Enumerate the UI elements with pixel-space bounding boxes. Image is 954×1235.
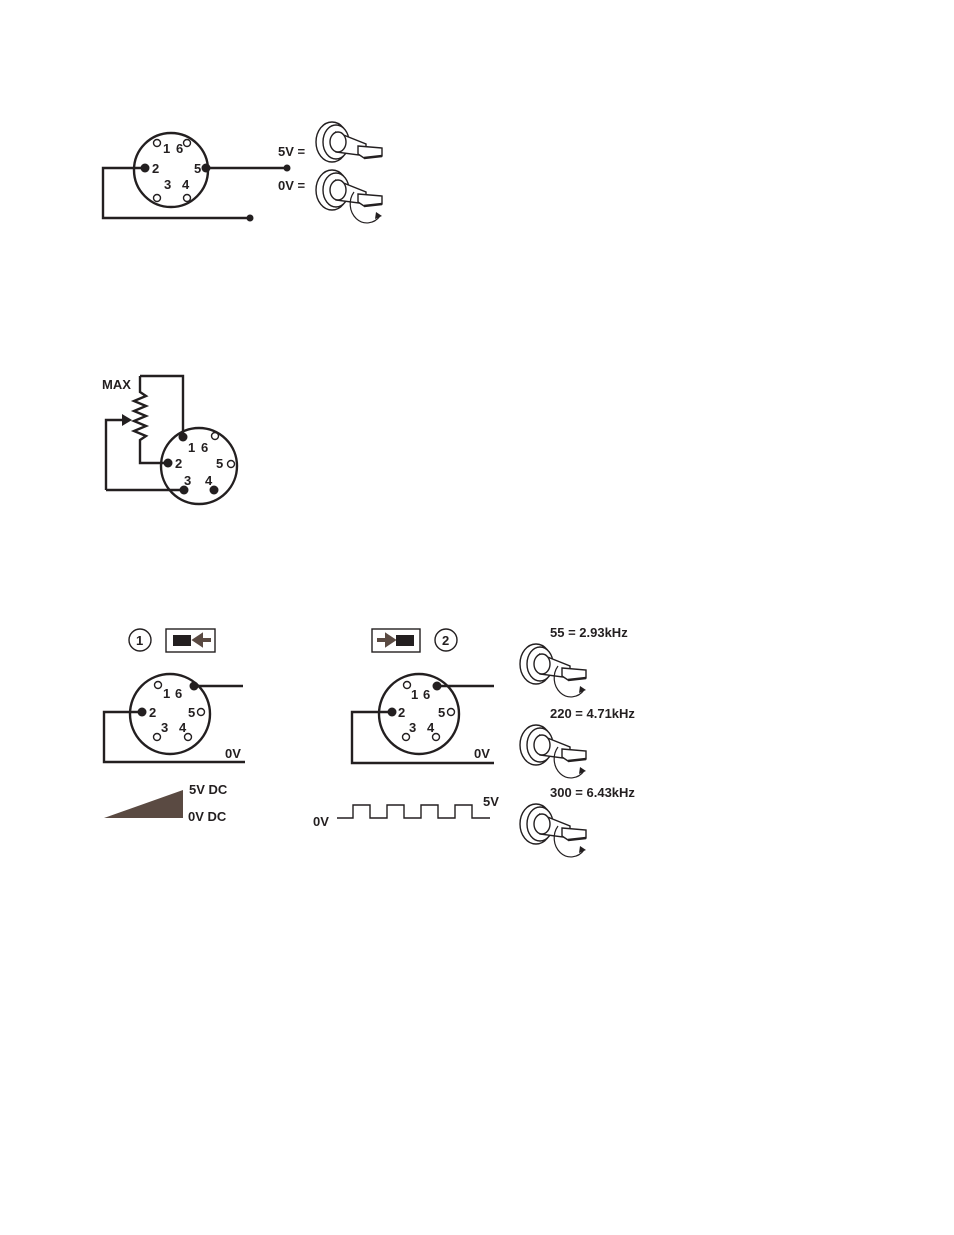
pin-label-4: 4	[205, 473, 213, 488]
diagram-switch-input: 1 6 2 5 3 4 5V = 0V =	[101, 120, 384, 223]
label-5v: 5V =	[278, 144, 306, 159]
switch-box	[371, 628, 421, 653]
pin-label-2: 2	[175, 456, 182, 471]
pin-label-3: 3	[164, 177, 171, 192]
ramp-icon	[104, 790, 183, 818]
pin-label-5: 5	[188, 705, 195, 720]
pin-label-3: 3	[161, 720, 168, 735]
pin-4-hollow	[431, 732, 441, 742]
terminal-dot	[246, 214, 254, 222]
knob-label-1: 55 = 2.93kHz	[550, 625, 628, 640]
low-label: 0V DC	[188, 809, 227, 824]
ground-label: 0V	[474, 746, 490, 761]
pin-label-5: 5	[194, 161, 201, 176]
ground-label: 0V	[225, 746, 241, 761]
frequency-knobs: 55 = 2.93kHz 220 = 4.71kHz 300 = 6.43kHz	[520, 625, 635, 857]
switch-slider-icon	[173, 635, 191, 646]
knob-icon	[314, 120, 384, 164]
pin-3-filled	[179, 485, 189, 495]
pin-1-hollow	[153, 680, 163, 690]
pin-5-hollow	[446, 707, 456, 717]
resistor-icon	[130, 376, 168, 465]
pin-5-hollow	[196, 707, 206, 717]
pin-3-hollow	[152, 732, 162, 742]
max-label: MAX	[102, 377, 131, 392]
switch-slider-icon	[396, 635, 414, 646]
pin-label-3: 3	[184, 473, 191, 488]
knob-rotated-icon	[520, 725, 586, 778]
mode-number: 2	[442, 633, 449, 648]
pin-1-filled	[178, 432, 188, 442]
pin-3-hollow	[401, 732, 411, 742]
wire-pin2	[101, 166, 250, 220]
wire-ground	[350, 710, 494, 765]
pin-3-hollow	[152, 193, 162, 203]
pin-label-1: 1	[163, 686, 170, 701]
pin-label-5: 5	[216, 456, 223, 471]
pin-label-3: 3	[409, 720, 416, 735]
pin-1-hollow	[402, 680, 412, 690]
knob-rotated-icon	[520, 644, 586, 697]
connector-circle	[128, 672, 212, 756]
pin-label-4: 4	[427, 720, 435, 735]
knob-rotated-icon	[520, 804, 586, 857]
pin-6-hollow	[182, 138, 192, 148]
pin-4-filled	[209, 485, 219, 495]
pin-label-2: 2	[398, 705, 405, 720]
pin-label-6: 6	[423, 687, 430, 702]
low-label: 0V	[313, 814, 329, 829]
terminal-dot	[283, 164, 291, 172]
pin-label-6: 6	[201, 440, 208, 455]
pin-label-2: 2	[152, 161, 159, 176]
mode-number-circle	[434, 628, 458, 652]
high-label: 5V DC	[189, 782, 228, 797]
pin-label-5: 5	[438, 705, 445, 720]
wire-ground	[102, 710, 245, 764]
pin-5-hollow	[226, 459, 236, 469]
high-label: 5V	[483, 794, 499, 809]
pin-label-4: 4	[179, 720, 187, 735]
switch-box	[165, 628, 216, 653]
pin-label-6: 6	[176, 141, 183, 156]
connector-circle	[377, 672, 461, 756]
pin-1-hollow	[152, 138, 162, 148]
wiper-arrow-icon	[122, 414, 132, 426]
pin-label-1: 1	[163, 141, 170, 156]
mode-number-circle	[128, 628, 152, 652]
connector-circle	[159, 426, 239, 506]
arrow-right-icon	[377, 632, 397, 648]
pin-4-hollow	[183, 732, 193, 742]
pin-label-1: 1	[188, 440, 195, 455]
knob-label-3: 300 = 6.43kHz	[550, 785, 635, 800]
pin-label-1: 1	[411, 687, 418, 702]
pin-label-2: 2	[149, 705, 156, 720]
wire-max-pin1	[140, 374, 185, 437]
diagram-mode-2: 2 1 6 2 5 3 4 0V 5V 0V	[313, 628, 499, 829]
square-wave-icon	[337, 804, 490, 819]
wiper-wire	[104, 418, 124, 490]
arrow-left-icon	[191, 632, 211, 648]
diagram-potentiometer: MAX 1 6 2 5 3 4	[102, 374, 239, 506]
pin-label-4: 4	[182, 177, 190, 192]
pin-2-filled	[163, 458, 173, 468]
pin-label-6: 6	[175, 686, 182, 701]
label-0v: 0V =	[278, 178, 306, 193]
mode-number: 1	[136, 633, 143, 648]
diagram-mode-1: 1 1 6 2 5 3 4 0V 5V DC 0V DC	[102, 628, 245, 824]
pin-4-hollow	[182, 193, 192, 203]
knob-rotated-icon	[316, 170, 382, 223]
knob-label-2: 220 = 4.71kHz	[550, 706, 635, 721]
pin-6-hollow	[210, 431, 220, 441]
